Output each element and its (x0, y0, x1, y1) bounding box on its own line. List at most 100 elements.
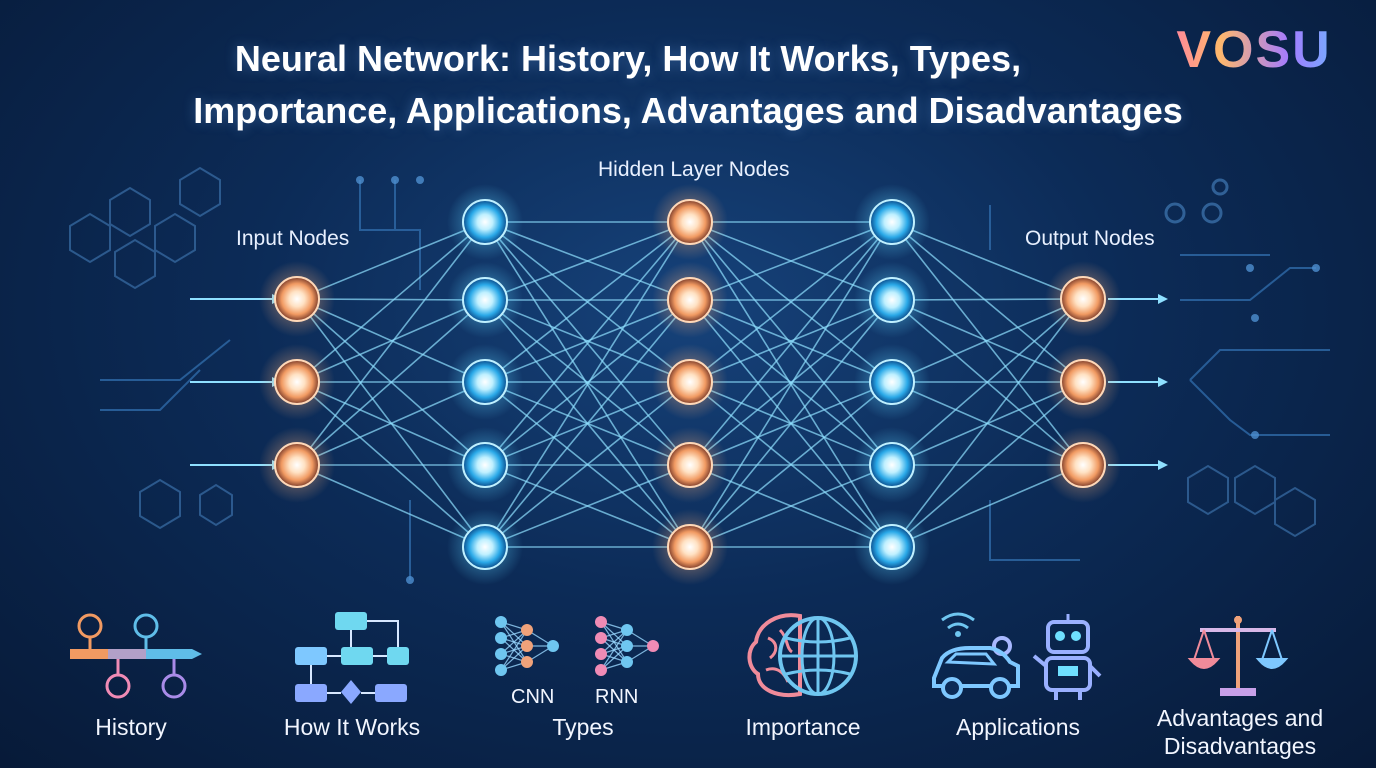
node-core (1060, 359, 1106, 405)
category-types: CNN RNN Types (478, 600, 688, 760)
cnn-label: CNN (511, 686, 555, 708)
edge-hidden3-3-output-0 (891, 298, 1084, 466)
category-label: Types (552, 714, 614, 740)
output-node-1 (1045, 344, 1121, 420)
mini-cnn-node-0-2 (495, 648, 507, 660)
mini-cnn-node-0-1 (495, 632, 507, 644)
edge-input-2-hidden1-1 (296, 299, 486, 466)
brain-globe-icon (747, 613, 858, 697)
node-core (667, 524, 713, 570)
category-label-line-1: Advantages and (1156, 705, 1324, 731)
hidden1-node-2 (447, 344, 523, 420)
mini-cnn-node-1-2 (521, 656, 533, 668)
category-label: Advantages and Disadvantages (1135, 704, 1345, 760)
mini-rnn-node-1-2 (621, 656, 633, 668)
hidden3-node-2 (854, 344, 930, 420)
output-node-0 (1045, 261, 1121, 337)
edge-hidden2-4-hidden3-0 (689, 221, 893, 548)
hidden2-node-2 (652, 344, 728, 420)
output-arrowhead-1 (1158, 377, 1168, 387)
output-nodes-label: Output Nodes (1025, 227, 1155, 250)
edge-hidden1-2-hidden2-0 (484, 221, 691, 383)
node-core (667, 442, 713, 488)
edge-hidden3-4-output-1 (891, 381, 1084, 548)
edge-hidden1-3-hidden2-1 (484, 299, 691, 466)
circuit-traces (100, 180, 1330, 580)
category-label: How It Works (283, 714, 421, 740)
mini-cnn-edge-0-3-0 (500, 629, 528, 671)
node-core (667, 199, 713, 245)
mini-cnn-node-0-0 (495, 616, 507, 628)
mini-rnn-node-0-2 (595, 648, 607, 660)
node-core (869, 277, 915, 323)
node-core (667, 277, 713, 323)
node-core (462, 359, 508, 405)
hex-decoration-left (69, 166, 1316, 538)
node-core (462, 442, 508, 488)
edge-hidden2-4-hidden3-2 (689, 381, 893, 548)
hidden3-node-4 (854, 509, 930, 585)
mini-rnn-node-0-1 (595, 632, 607, 644)
network-types-icon (495, 616, 659, 676)
edge-input-1-hidden1-0 (296, 221, 486, 383)
node-core (869, 524, 915, 570)
network-nodes (259, 184, 1121, 585)
edge-hidden2-3-hidden3-0 (689, 221, 893, 466)
page-title-line-2: Importance, Applications, Advantages and… (193, 90, 1183, 131)
node-core (462, 524, 508, 570)
edge-hidden1-4-hidden2-2 (484, 381, 691, 548)
mini-cnn-node-1-1 (521, 640, 533, 652)
edge-input-2-hidden1-0 (296, 221, 486, 466)
circuit-dots (356, 176, 1320, 584)
node-core (1060, 442, 1106, 488)
hidden1-node-4 (447, 509, 523, 585)
mini-cnn-node-1-0 (521, 624, 533, 636)
hidden2-node-4 (652, 509, 728, 585)
category-applications: Applications (913, 600, 1123, 760)
category-history: History (26, 600, 236, 760)
rnn-label: RNN (595, 686, 639, 708)
node-core (462, 277, 508, 323)
hidden-layer-label: Hidden Layer Nodes (598, 158, 790, 181)
hidden1-node-1 (447, 262, 523, 338)
mini-rnn-edge-0-3-0 (600, 629, 628, 671)
edge-hidden2-3-hidden3-1 (689, 299, 893, 466)
category-label-line-2: Disadvantages (1163, 733, 1317, 759)
category-advantages-disadvantages: Advantages and Disadvantages (1135, 600, 1345, 760)
mini-rnn-node-0-3 (595, 664, 607, 676)
mini-cnn-node-2-0 (547, 640, 559, 652)
timeline-icon (70, 613, 202, 699)
category-label: History (95, 714, 167, 740)
scales-icon (1187, 616, 1289, 696)
node-core (274, 442, 320, 488)
edge-hidden1-3-hidden2-0 (484, 221, 691, 466)
category-how-it-works: How It Works (247, 600, 457, 760)
output-node-2 (1045, 427, 1121, 503)
category-importance: Importance (698, 600, 908, 760)
edge-hidden2-2-hidden3-0 (689, 221, 893, 383)
node-core (462, 199, 508, 245)
edge-hidden3-0-output-1 (891, 221, 1084, 383)
flowchart-icon (295, 612, 409, 704)
node-core (274, 359, 320, 405)
node-core (869, 199, 915, 245)
input-node-0 (259, 261, 335, 337)
input-node-1 (259, 344, 335, 420)
hidden2-node-0 (652, 184, 728, 260)
category-label: Importance (745, 714, 861, 740)
page-title-line-1: Neural Network: History, How It Works, T… (234, 38, 1022, 79)
mini-rnn-node-0-0 (595, 616, 607, 628)
hidden1-node-0 (447, 184, 523, 260)
hidden2-node-1 (652, 262, 728, 338)
hidden2-node-3 (652, 427, 728, 503)
vosu-logo: VOSU (1150, 18, 1358, 82)
hidden3-node-3 (854, 427, 930, 503)
edge-hidden3-4-output-0 (891, 298, 1084, 548)
mini-rnn-node-1-0 (621, 624, 633, 636)
car-robot-icon (932, 612, 1102, 700)
hidden3-node-0 (854, 184, 930, 260)
output-arrowhead-0 (1158, 294, 1168, 304)
edge-hidden1-4-hidden2-0 (484, 221, 691, 548)
mini-rnn-node-1-1 (621, 640, 633, 652)
